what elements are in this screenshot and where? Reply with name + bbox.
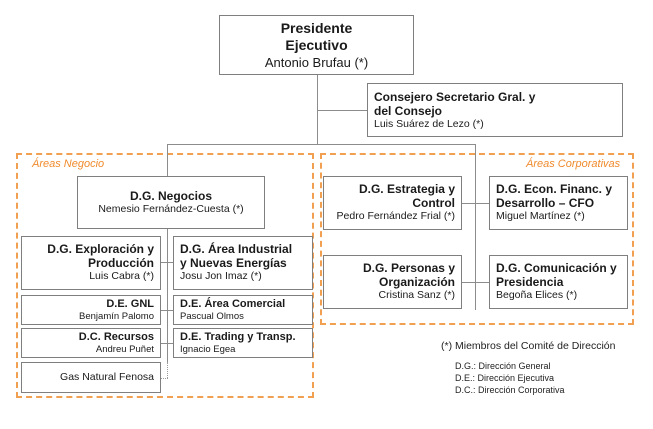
president-box[interactable]: Presidente Ejecutivo Antonio Brufau (*)	[219, 15, 414, 75]
areas-negocio-label: Áreas Negocio	[32, 158, 105, 170]
connector-neg-row1	[160, 262, 174, 263]
dg-exploracion-title-line1: D.G. Exploración y	[47, 242, 154, 256]
dg-area-industrial-title-line2: y Nuevas Energías	[180, 256, 287, 270]
de-gnl-name: Benjamín Palomo	[79, 311, 154, 322]
dc-recursos-name: Andreu Puñet	[95, 344, 154, 355]
areas-corporativas-label: Áreas Corporativas	[526, 158, 621, 170]
dg-personas-name: Cristina Sanz (*)	[378, 289, 455, 301]
connector-negocio-spine	[167, 228, 168, 362]
de-gnl-box[interactable]: D.E. GNL Benjamín Palomo	[21, 295, 161, 325]
dg-estrategia-title-line2: Control	[412, 196, 455, 210]
legend-note: (*) Miembros del Comité de Dirección	[441, 340, 616, 352]
dc-recursos-box[interactable]: D.C. Recursos Andreu Puñet	[21, 328, 161, 358]
dg-exploracion-title-line2: Producción	[87, 256, 154, 270]
connector-neg-row3	[160, 343, 174, 344]
dg-econ-financ-title-line1: D.G. Econ. Financ. y	[496, 182, 613, 196]
connector-top-horizontal	[167, 144, 476, 145]
secretary-name: Luis Suárez de Lezo (*)	[374, 118, 484, 130]
dg-estrategia-title-line1: D.G. Estrategia y	[358, 182, 455, 196]
connector-secretary	[317, 110, 367, 111]
connector-corp-row2	[461, 282, 489, 283]
gas-natural-fenosa-name: Gas Natural Fenosa	[60, 371, 154, 383]
dg-comunicacion-name: Begoña Elices (*)	[496, 289, 578, 301]
dg-econ-financ-title-line2: Desarrollo – CFO	[496, 196, 595, 210]
president-title-line1: Presidente	[280, 20, 353, 36]
dg-econ-financ-box[interactable]: D.G. Econ. Financ. y Desarrollo – CFO Mi…	[489, 176, 628, 230]
connector-trunk	[317, 74, 318, 145]
de-trading-name: Ignacio Egea	[180, 344, 236, 355]
connector-negocio-drop	[167, 144, 168, 176]
de-gnl-title: D.E. GNL	[106, 298, 154, 310]
dg-negocios-name: Nemesio Fernández-Cuesta (*)	[98, 203, 244, 215]
president-name: Antonio Brufau (*)	[264, 55, 369, 70]
dg-estrategia-box[interactable]: D.G. Estrategia y Control Pedro Fernánde…	[323, 176, 462, 230]
connector-corp-row1	[461, 203, 489, 204]
dg-econ-financ-name: Miguel Martínez (*)	[496, 210, 585, 222]
gas-natural-fenosa-box[interactable]: Gas Natural Fenosa	[21, 362, 161, 393]
dg-estrategia-name: Pedro Fernández Frial (*)	[336, 210, 455, 222]
legend-item-dc: D.C.: Dirección Corporativa	[455, 385, 565, 395]
connector-corporativas-drop	[475, 144, 476, 310]
connector-gnf-dotted	[167, 362, 168, 378]
dg-area-industrial-title-line1: D.G. Área Industrial	[180, 242, 293, 256]
dg-comunicacion-title-line2: Presidencia	[496, 275, 564, 289]
president-title-line2: Ejecutivo	[285, 37, 348, 53]
connector-neg-row2	[160, 310, 174, 311]
dg-area-industrial-box[interactable]: D.G. Área Industrial y Nuevas Energías J…	[173, 236, 313, 290]
de-area-comercial-name: Pascual Olmos	[180, 311, 244, 322]
areas-corporativas-container	[320, 153, 634, 325]
areas-negocio-container	[16, 153, 314, 398]
dg-exploracion-box[interactable]: D.G. Exploración y Producción Luis Cabra…	[21, 236, 161, 290]
dg-comunicacion-title-line1: D.G. Comunicación y	[496, 261, 617, 275]
dg-comunicacion-box[interactable]: D.G. Comunicación y Presidencia Begoña E…	[489, 255, 628, 309]
secretary-title-line2: del Consejo	[374, 104, 443, 118]
dg-negocios-box[interactable]: D.G. Negocios Nemesio Fernández-Cuesta (…	[77, 176, 265, 229]
dg-personas-box[interactable]: D.G. Personas y Organización Cristina Sa…	[323, 255, 462, 309]
dg-personas-title-line2: Organización	[378, 275, 455, 289]
dg-exploracion-name: Luis Cabra (*)	[89, 270, 154, 282]
secretary-title-line1: Consejero Secretario Gral. y	[374, 90, 536, 104]
legend-item-de: D.E.: Dirección Ejecutiva	[455, 373, 555, 383]
de-trading-title: D.E. Trading y Transp.	[180, 331, 296, 343]
connector-gnf-dotted-h	[160, 378, 168, 379]
legend-item-dg: D.G.: Dirección General	[455, 361, 551, 371]
dg-negocios-title: D.G. Negocios	[129, 189, 212, 203]
dg-personas-title-line1: D.G. Personas y	[362, 261, 455, 275]
secretary-box[interactable]: Consejero Secretario Gral. y del Consejo…	[367, 83, 623, 137]
de-area-comercial-title: D.E. Área Comercial	[180, 298, 286, 310]
de-trading-box[interactable]: D.E. Trading y Transp. Ignacio Egea	[173, 328, 313, 358]
dc-recursos-title: D.C. Recursos	[78, 331, 154, 343]
dg-area-industrial-name: Josu Jon Imaz (*)	[180, 270, 262, 282]
de-area-comercial-box[interactable]: D.E. Área Comercial Pascual Olmos	[173, 295, 313, 325]
